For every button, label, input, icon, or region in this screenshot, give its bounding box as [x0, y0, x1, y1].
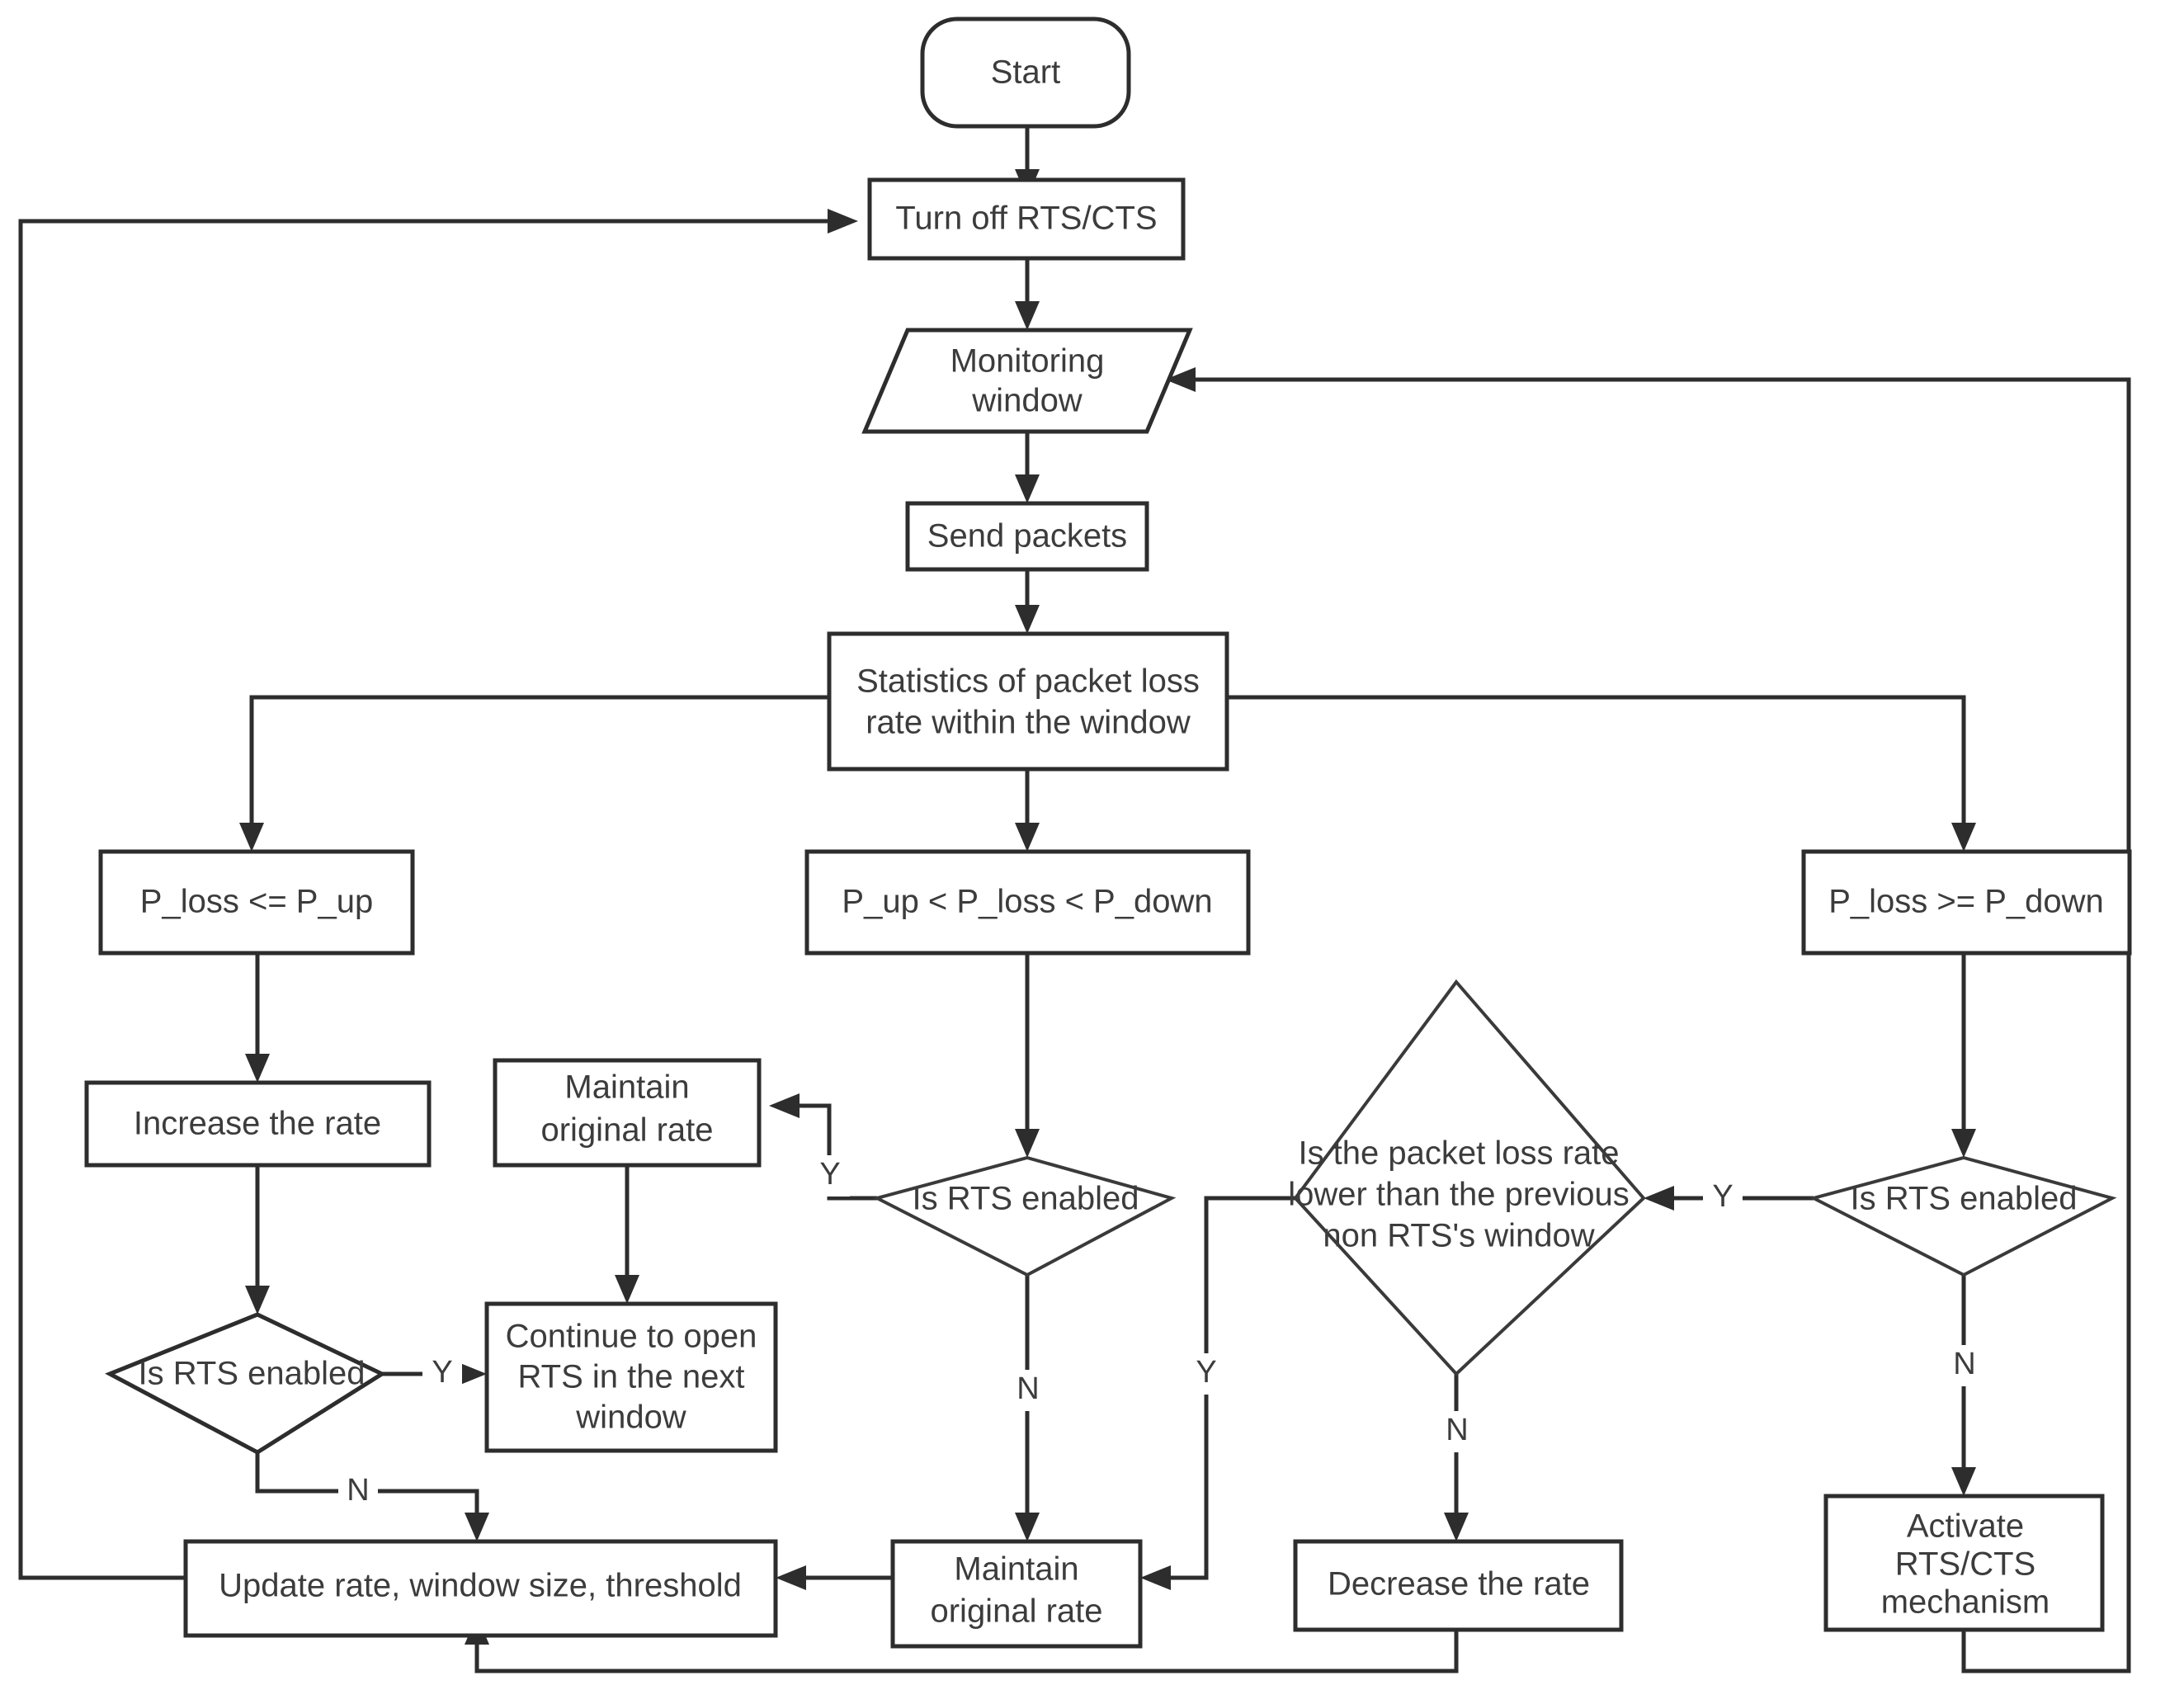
arrowhead-condhigh-rtsright: [1951, 1129, 1976, 1158]
node-activate-rts-shape[interactable]: [1823, 1494, 2105, 1632]
arrowhead-condlow-increase: [245, 1054, 270, 1083]
node-rts-enabled-left-shape[interactable]: [105, 1312, 387, 1455]
edge-label-bg-loss-no: [1437, 1411, 1477, 1452]
node-monitoring-window-label-2: window: [971, 383, 1083, 419]
node-start-label: Start: [991, 54, 1060, 91]
node-continue-open-rts-label-1: Continue to open: [506, 1319, 757, 1355]
node-start-shape[interactable]: [920, 17, 1131, 129]
edge-label-bg-loop-yes: [1186, 1353, 1226, 1395]
node-monitoring-window-shape[interactable]: [861, 328, 1193, 434]
edge-rtsmid-yes: [792, 1103, 877, 1201]
edge-activate-to-monitoring: [1190, 377, 2131, 1673]
node-packet-loss-lower-label-3: non RTS's window: [1323, 1218, 1594, 1254]
arrowhead-increase-rtsleft: [245, 1286, 270, 1315]
edge-update-to-turnoff: [18, 219, 833, 1580]
arrowhead-statistics-condlow: [239, 823, 264, 852]
node-statistics-label-1: Statistics of packet loss: [856, 663, 1200, 700]
node-continue-open-rts-shape[interactable]: [484, 1301, 778, 1453]
node-increase-rate-shape[interactable]: [84, 1080, 432, 1168]
arrowhead-activate-monitoring: [1165, 367, 1196, 392]
node-activate-rts-label-1: Activate: [1907, 1508, 2024, 1545]
node-monitoring-window-label-1: Monitoring: [950, 343, 1105, 380]
node-packet-loss-lower-label-2: lower than the previous: [1288, 1177, 1630, 1213]
node-maintain-rate-mid-label-1: Maintain: [954, 1551, 1078, 1588]
node-packet-loss-lower-label-1: Is the packet loss rate: [1298, 1135, 1619, 1172]
arrowhead-condmid-rtsmid: [1015, 1129, 1040, 1158]
edge-label-bg-right-yes: [1703, 1178, 1743, 1219]
arrowhead-rtsright-no: [1951, 1467, 1976, 1496]
node-maintain-rate-left-label-1: Maintain: [564, 1069, 689, 1106]
arrowhead-rtsmid-yes: [769, 1093, 800, 1118]
node-packet-loss-lower-shape[interactable]: [1293, 979, 1646, 1376]
arrowhead-turnoff-monitoring: [1015, 301, 1040, 330]
edge-label-loop-yes: Y: [1196, 1355, 1216, 1390]
edge-statistics-to-condlow: [249, 695, 829, 833]
arrowhead-rtsleft-no: [465, 1513, 489, 1541]
node-send-packets-shape[interactable]: [905, 501, 1149, 572]
node-turn-off-rts-shape[interactable]: [867, 177, 1186, 261]
edge-loss-yes: [1163, 1196, 1295, 1580]
node-rts-enabled-right-shape[interactable]: [1809, 1155, 2117, 1277]
edge-label-bg-left-no: [338, 1471, 378, 1513]
node-turn-off-rts-label: Turn off RTS/CTS: [895, 201, 1157, 237]
node-maintain-rate-mid-label-2: original rate: [930, 1593, 1102, 1630]
node-continue-open-rts-label-3: window: [575, 1400, 686, 1436]
node-cond-mid-label: P_up < P_loss < P_down: [842, 884, 1212, 920]
edge-decrease-to-update: [474, 1630, 1459, 1673]
arrowhead-loss-yes: [1140, 1565, 1171, 1590]
node-decrease-rate-label: Decrease the rate: [1328, 1566, 1590, 1603]
node-maintain-rate-left-shape[interactable]: [493, 1058, 762, 1168]
edge-label-left-no: N: [347, 1473, 369, 1508]
arrowhead-statistics-condmid: [1015, 823, 1040, 852]
node-cond-high-label: P_loss >= P_down: [1828, 884, 2104, 920]
node-activate-rts-label-2: RTS/CTS: [1895, 1546, 2035, 1583]
node-cond-low-label: P_loss <= P_up: [140, 884, 373, 920]
edge-label-right-no: N: [1953, 1347, 1975, 1381]
arrowhead-maintainmid-update: [776, 1565, 806, 1590]
edge-label-right-yes: Y: [1712, 1179, 1733, 1214]
edge-label-bg-left-yes: [422, 1353, 462, 1395]
edge-label-bg-mid-no: [1008, 1370, 1048, 1411]
edge-label-mid-no: N: [1017, 1371, 1039, 1406]
node-increase-rate-label: Increase the rate: [134, 1106, 381, 1142]
node-rts-enabled-mid-shape[interactable]: [872, 1155, 1177, 1277]
node-cond-low-shape[interactable]: [98, 849, 415, 956]
arrowhead-maintainleft-continue: [615, 1275, 639, 1304]
edge-label-bg-mid-yes: [810, 1155, 850, 1197]
node-cond-mid-shape[interactable]: [804, 849, 1251, 956]
node-activate-rts-label-3: mechanism: [1881, 1584, 2050, 1621]
edge-label-loss-no: N: [1446, 1413, 1468, 1447]
edge-label-left-yes: Y: [432, 1355, 452, 1390]
node-cond-high-shape[interactable]: [1801, 849, 2132, 956]
node-update-rate-label: Update rate, window size, threshold: [219, 1568, 742, 1604]
node-rts-enabled-right-label: Is RTS enabled: [1851, 1181, 2078, 1217]
arrowhead-loss-no: [1444, 1513, 1469, 1541]
arrowhead-statistics-condhigh: [1951, 823, 1976, 852]
node-maintain-rate-left-label-2: original rate: [540, 1112, 713, 1149]
node-statistics-shape[interactable]: [827, 631, 1229, 772]
arrowhead-monitoring-send: [1015, 474, 1040, 503]
node-statistics-label-2: rate within the window: [866, 705, 1191, 741]
node-rts-enabled-left-label: Is RTS enabled: [139, 1356, 366, 1392]
edge-label-bg-right-no: [1945, 1345, 1984, 1386]
node-continue-open-rts-label-2: RTS in the next: [518, 1359, 745, 1395]
node-decrease-rate-shape[interactable]: [1293, 1539, 1624, 1632]
edge-statistics-to-condhigh: [1227, 695, 1966, 833]
edge-label-mid-yes: Y: [819, 1157, 840, 1192]
node-rts-enabled-mid-label: Is RTS enabled: [913, 1181, 1139, 1217]
arrowhead-rtsmid-no: [1015, 1513, 1040, 1541]
arrowhead-rtsleft-yes: [456, 1362, 487, 1386]
node-update-rate-shape[interactable]: [183, 1539, 778, 1638]
node-maintain-rate-mid-shape[interactable]: [890, 1539, 1143, 1649]
arrowhead-rtsright-yes: [1644, 1186, 1674, 1211]
node-send-packets-label: Send packets: [927, 518, 1127, 555]
arrowhead-update-turnoff: [828, 209, 858, 234]
arrowhead-send-statistics: [1015, 605, 1040, 634]
